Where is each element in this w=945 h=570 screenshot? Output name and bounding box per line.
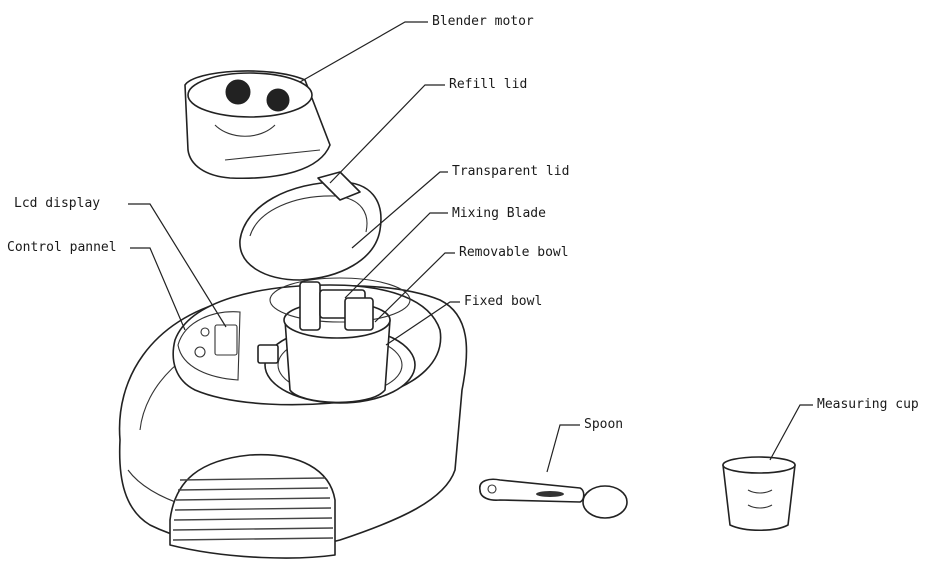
blender-motor-drawing	[184, 70, 331, 180]
label-refill-lid: Refill lid	[449, 77, 528, 92]
label-removable-bowl: Removable bowl	[459, 245, 569, 260]
label-transparent-lid: Transparent lid	[452, 164, 570, 179]
transparent-lid-drawing	[239, 171, 382, 281]
label-blender-motor: Blender motor	[432, 14, 534, 29]
label-fixed-bowl: Fixed bowl	[464, 294, 543, 309]
label-mixing-blade: Mixing Blade	[452, 206, 546, 221]
label-spoon: Spoon	[584, 417, 624, 432]
spoon-drawing	[479, 478, 628, 519]
mixing-blade-drawing	[257, 281, 374, 364]
measuring-cup-drawing	[722, 456, 796, 532]
label-lcd-display: Lcd display	[14, 196, 101, 211]
leader-lines	[128, 21, 813, 473]
label-control-pannel: Control pannel	[7, 240, 117, 255]
label-measuring-cup: Measuring cup	[817, 397, 919, 412]
